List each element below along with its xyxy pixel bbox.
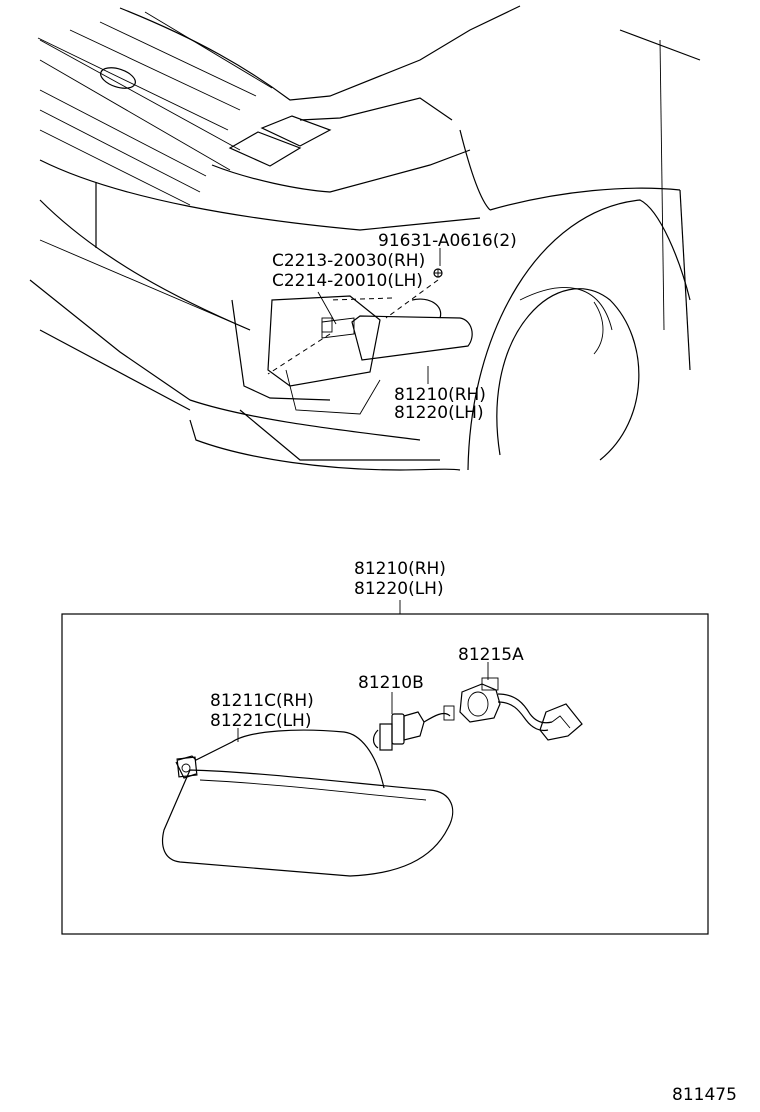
- top-leader-lines: [317, 248, 441, 384]
- tire: [496, 288, 640, 461]
- assembly-frame: [61, 613, 709, 935]
- socket-harness-icon: [459, 677, 583, 741]
- callout-socket-lh: C2214-20010(LH): [272, 271, 423, 291]
- wheel-arch: [467, 199, 691, 471]
- callout-socket: 81215A: [458, 645, 524, 665]
- bolt-icon: [433, 268, 443, 278]
- bulb-icon: [372, 705, 455, 751]
- headlamp-left: [228, 131, 302, 167]
- vehicle-front-illustration: [29, 5, 701, 471]
- figure-number: 811475: [672, 1085, 737, 1105]
- callout-lens-lh: 81221C(LH): [210, 711, 311, 731]
- callout-lamp-lh: 81220(LH): [394, 403, 484, 423]
- headlamp-right: [260, 115, 332, 147]
- assembly-header-rh: 81210(RH): [354, 559, 446, 579]
- lens-lamp-assembly: [161, 729, 454, 877]
- assembly-leader-lines: [237, 662, 489, 742]
- emblem-icon: [100, 67, 136, 89]
- assembly-header-lh: 81220(LH): [354, 579, 444, 599]
- callout-lens-rh: 81211C(RH): [210, 691, 314, 711]
- callout-lamp-rh: 81210(RH): [394, 385, 486, 405]
- callout-bolt: 91631-A0616(2): [378, 231, 517, 251]
- callout-socket-rh: C2213-20030(RH): [272, 251, 425, 271]
- installed-lamp: [351, 315, 473, 361]
- callout-bulb: 81210B: [358, 673, 424, 693]
